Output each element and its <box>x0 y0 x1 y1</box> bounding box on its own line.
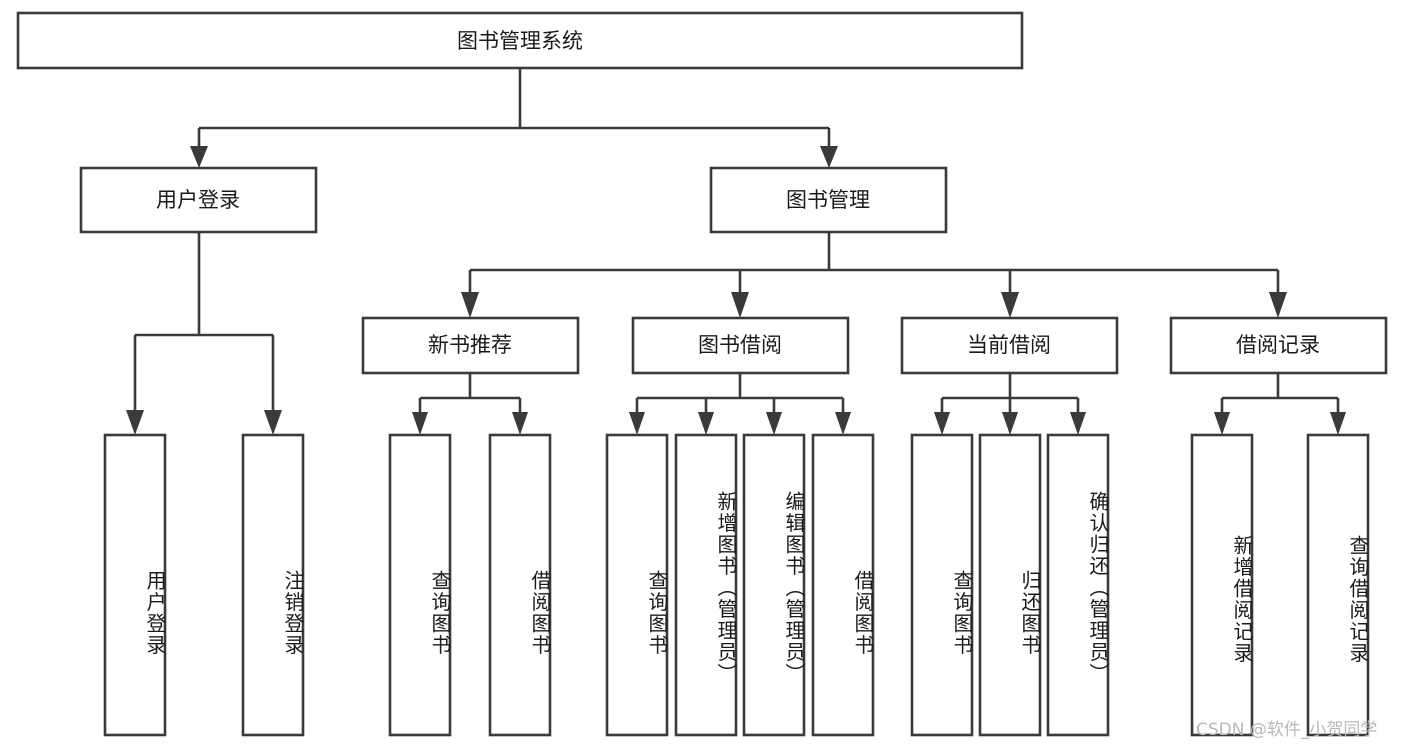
arrowhead-bb-leaf-3 <box>766 412 782 435</box>
node-leaf-nb-query-box[interactable] <box>388 433 452 737</box>
csdn-watermark: CSDN @软件_小贺同学 <box>1196 720 1378 740</box>
node-leaf-bb-query-box[interactable] <box>605 433 669 737</box>
arrowhead-cb-leaf-1 <box>934 412 950 435</box>
node-borrow-record-label: 借阅记录 <box>1236 333 1320 357</box>
node-user-login-box[interactable] <box>79 166 318 234</box>
node-new-book-box[interactable] <box>361 316 580 375</box>
node-current-borrow-label: 当前借阅 <box>967 333 1051 357</box>
node-book-mgmt-box[interactable] <box>709 166 948 234</box>
arrowhead-cb-leaf-3 <box>1070 412 1086 435</box>
arrowhead-cb-leaf-2 <box>1002 412 1018 435</box>
arrowhead-ul-leaf-1 <box>126 410 144 435</box>
node-book-borrow-label: 图书借阅 <box>698 333 782 357</box>
connector-group-book-borrow <box>629 373 851 435</box>
node-leaf-nb-borrow-box[interactable] <box>488 433 552 737</box>
node-user-login-label: 用户登录 <box>156 188 240 212</box>
arrowhead-br-leaf-2 <box>1330 412 1346 435</box>
arrowhead-bb-leaf-2 <box>698 412 714 435</box>
node-borrow-record-box[interactable] <box>1169 316 1388 375</box>
node-leaf-logout-box[interactable] <box>241 433 305 737</box>
node-book-mgmt-label: 图书管理 <box>786 188 870 212</box>
node-leaf-cb-return-box[interactable] <box>978 433 1042 737</box>
arrowhead-nb-leaf-1 <box>412 412 428 435</box>
arrowhead-user-login <box>190 146 208 168</box>
arrowhead-current-borrow <box>1001 292 1019 318</box>
connector-group-root <box>190 68 838 168</box>
arrowhead-book-borrow <box>731 292 749 318</box>
arrowhead-nb-leaf-2 <box>512 412 528 435</box>
node-leaf-bb-borrow-box[interactable] <box>811 433 875 737</box>
connector-group-user-login <box>126 232 282 435</box>
arrowhead-book-mgmt <box>820 146 838 168</box>
node-new-book-label: 新书推荐 <box>428 333 512 357</box>
node-leaf-cb-query-box[interactable] <box>910 433 974 737</box>
connector-group-new-book <box>412 373 528 435</box>
connector-group-borrow-record <box>1214 373 1346 435</box>
arrowhead-bb-leaf-4 <box>835 412 851 435</box>
node-leaf-cb-confirm-box[interactable] <box>1046 433 1110 737</box>
node-leaf-user-login-box[interactable] <box>103 433 167 737</box>
node-leaf-bb-edit-box[interactable] <box>742 433 806 737</box>
arrowhead-bb-leaf-1 <box>629 412 645 435</box>
arrowhead-new-book <box>461 292 479 318</box>
node-leaf-br-add-box[interactable] <box>1190 433 1254 737</box>
arrowhead-br-leaf-1 <box>1214 412 1230 435</box>
node-leaf-br-query-box[interactable] <box>1306 433 1370 737</box>
node-root-label: 图书管理系统 <box>457 29 583 53</box>
connector-group-current-borrow <box>934 373 1086 435</box>
node-root-box[interactable] <box>16 11 1024 70</box>
node-leaf-bb-add-box[interactable] <box>674 433 738 737</box>
arrowhead-ul-leaf-2 <box>264 410 282 435</box>
node-book-borrow-box[interactable] <box>631 316 850 375</box>
node-current-borrow-box[interactable] <box>900 316 1119 375</box>
arrowhead-borrow-record <box>1269 292 1287 318</box>
connector-group-book-mgmt <box>461 232 1287 318</box>
